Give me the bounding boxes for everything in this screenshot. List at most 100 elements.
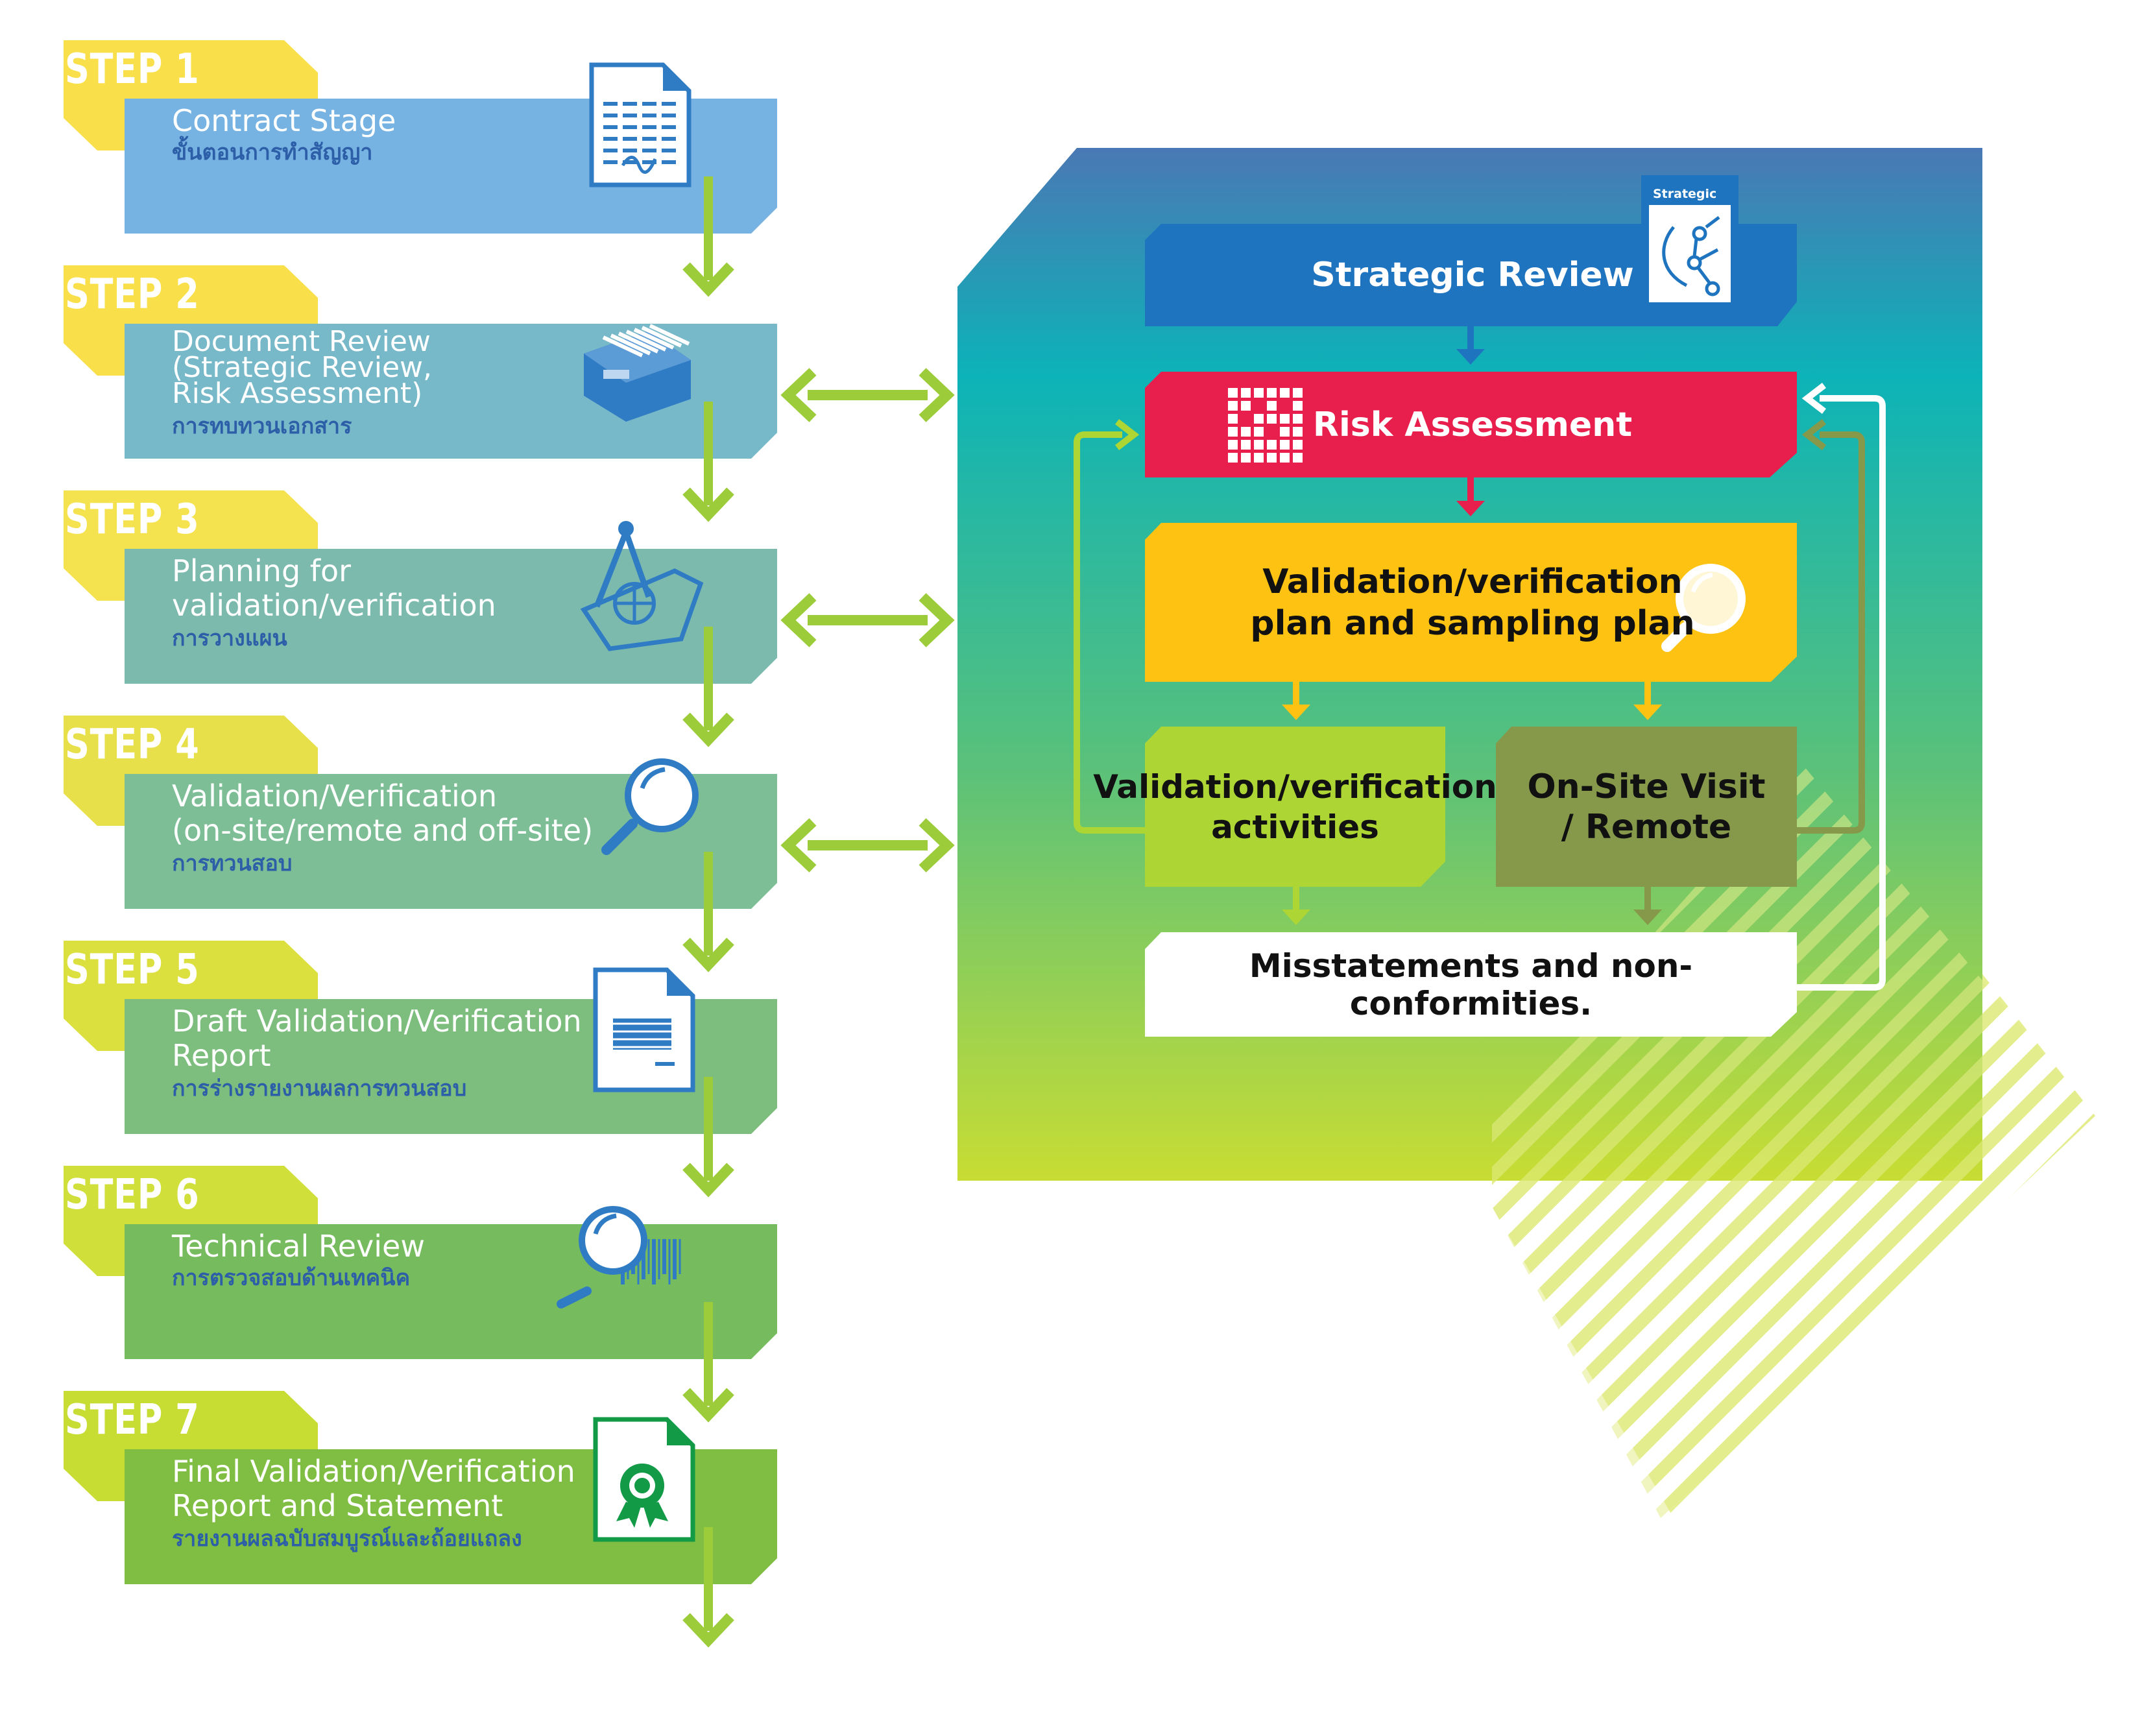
step-tab-shape (64, 941, 318, 1051)
onsite-label: On-Site Visit / Remote (1527, 767, 1766, 847)
step-thai-label: การทบทวนเอกสาร (172, 413, 352, 439)
risk-grid-cell (1293, 414, 1303, 424)
strategic-review-box (1145, 224, 1797, 326)
risk-grid-cell (1228, 388, 1238, 398)
step-title: Technical Review (172, 1229, 425, 1264)
down-arrow-head (682, 937, 734, 972)
risk-grid-cell (1241, 388, 1251, 398)
strategic-review-label: Strategic Review (1311, 256, 1634, 295)
risk-grid-cell (1293, 388, 1303, 398)
double-arrow-head (780, 818, 817, 873)
step-tab-label: STEP 1 (65, 45, 200, 93)
down-arrow-shaft (704, 176, 713, 280)
risk-grid-cell (1293, 401, 1303, 411)
step-thai-label: ขั้นตอนการทำสัญญา (172, 139, 373, 165)
down-arrow-shaft (704, 1527, 713, 1631)
step-tab-shape (64, 265, 318, 376)
onsite-box (1496, 727, 1797, 887)
risk-grid-cell (1267, 427, 1277, 437)
risk-grid-cell (1254, 388, 1264, 398)
step-tab-shape (64, 40, 318, 151)
strategic-map-icon (1641, 175, 1738, 306)
risk-grid-cell (1254, 453, 1264, 463)
risk-grid-cell (1228, 401, 1238, 411)
step-title: Validation/Verification (on-site/remote … (172, 778, 594, 848)
step-title: Planning for validation/verification (172, 553, 496, 623)
step-tab-shape (64, 716, 318, 826)
risk-grid-cell (1293, 427, 1303, 437)
step-title: Contract Stage (172, 103, 396, 138)
risk-grid-cell (1228, 427, 1238, 437)
risk-grid-cell (1267, 453, 1277, 463)
magnifier-icon (601, 758, 699, 855)
plan-magnifier-icon (1661, 564, 1746, 652)
risk-grid-cell (1228, 440, 1238, 450)
risk-grid-cell (1254, 427, 1264, 437)
step-thai-label: การร่างรายงานผลการทวนสอบ (172, 1076, 467, 1102)
risk-grid-cell (1228, 453, 1238, 463)
risk-grid-cell (1280, 427, 1290, 437)
strategic-icon-label: Strategic (1653, 187, 1717, 201)
activities-box (1145, 727, 1445, 887)
double-arrow-head (780, 368, 817, 422)
down-arrow-shaft (704, 852, 713, 956)
risk-grid-cell (1267, 401, 1277, 411)
plan-box (1145, 523, 1797, 682)
step-body-shape (125, 774, 777, 909)
down-arrow-head (682, 1388, 734, 1423)
risk-grid-cell (1280, 440, 1290, 450)
down-arrow-head (682, 1613, 734, 1648)
down-arrow-head (682, 712, 734, 747)
step-tab-shape (64, 490, 318, 601)
down-arrow-shaft (704, 1302, 713, 1406)
risk-grid-cell (1241, 453, 1251, 463)
down-arrow-shaft (704, 1077, 713, 1181)
risk-grid-cell (1241, 401, 1251, 411)
misstatements-box (1145, 932, 1797, 1037)
risk-grid-cell (1293, 453, 1303, 463)
risk-grid-cell (1280, 414, 1290, 424)
step-tab-label: STEP 3 (65, 496, 200, 544)
down-arrow-shaft (704, 402, 713, 505)
step-title: Draft Validation/Verification Report (172, 1004, 582, 1073)
magnifier-barcode-icon (557, 1206, 681, 1308)
risk-grid-cell (1241, 414, 1251, 424)
risk-grid-cell (1267, 414, 1277, 424)
step-title: Document Review (Strategic Review, Risk … (172, 325, 433, 410)
down-arrow-head (682, 487, 734, 522)
file-cabinet-icon (584, 324, 691, 422)
step-thai-label: การตรวจสอบด้านเทคนิค (172, 1265, 411, 1291)
risk-grid-cell (1241, 440, 1251, 450)
step-tab-shape (64, 1166, 318, 1276)
risk-grid-cell (1241, 427, 1251, 437)
risk-grid-cell (1254, 414, 1264, 424)
compass-blueprint-icon (580, 521, 704, 651)
double-arrow-head (919, 593, 955, 647)
connector-arrows (1282, 326, 1662, 925)
risk-assessment-label: Risk Assessment (1312, 405, 1633, 444)
double-arrow-head (919, 368, 955, 422)
double-arrow-head (780, 593, 817, 647)
step-tab-shape (64, 1391, 318, 1501)
step-tab-label: STEP 4 (65, 721, 200, 769)
risk-grid-cell (1293, 440, 1303, 450)
step-tab-label: STEP 7 (65, 1396, 200, 1444)
report-document-icon (593, 967, 695, 1092)
double-arrow-head (919, 818, 955, 873)
step-tab-label: STEP 2 (65, 271, 200, 319)
loop-arrowheads (1114, 383, 1827, 450)
contract-document-icon (589, 62, 692, 187)
step-thai-label: รายงานผลฉบับสมบูรณ์และถ้อยแถลง (172, 1526, 522, 1552)
risk-grid-cell (1267, 440, 1277, 450)
risk-grid-cell (1254, 440, 1264, 450)
risk-grid-cell (1280, 388, 1290, 398)
risk-grid-cell (1280, 453, 1290, 463)
down-arrow-shaft (704, 627, 713, 730)
down-arrow-head (682, 1163, 734, 1198)
risk-grid-cell (1280, 401, 1290, 411)
misstatements-label: Misstatements and non-conformities. (1249, 946, 1693, 1022)
activities-label: Validation/verification activities (1093, 767, 1497, 846)
risk-grid-cell (1228, 414, 1238, 424)
certificate-icon (593, 1417, 695, 1542)
